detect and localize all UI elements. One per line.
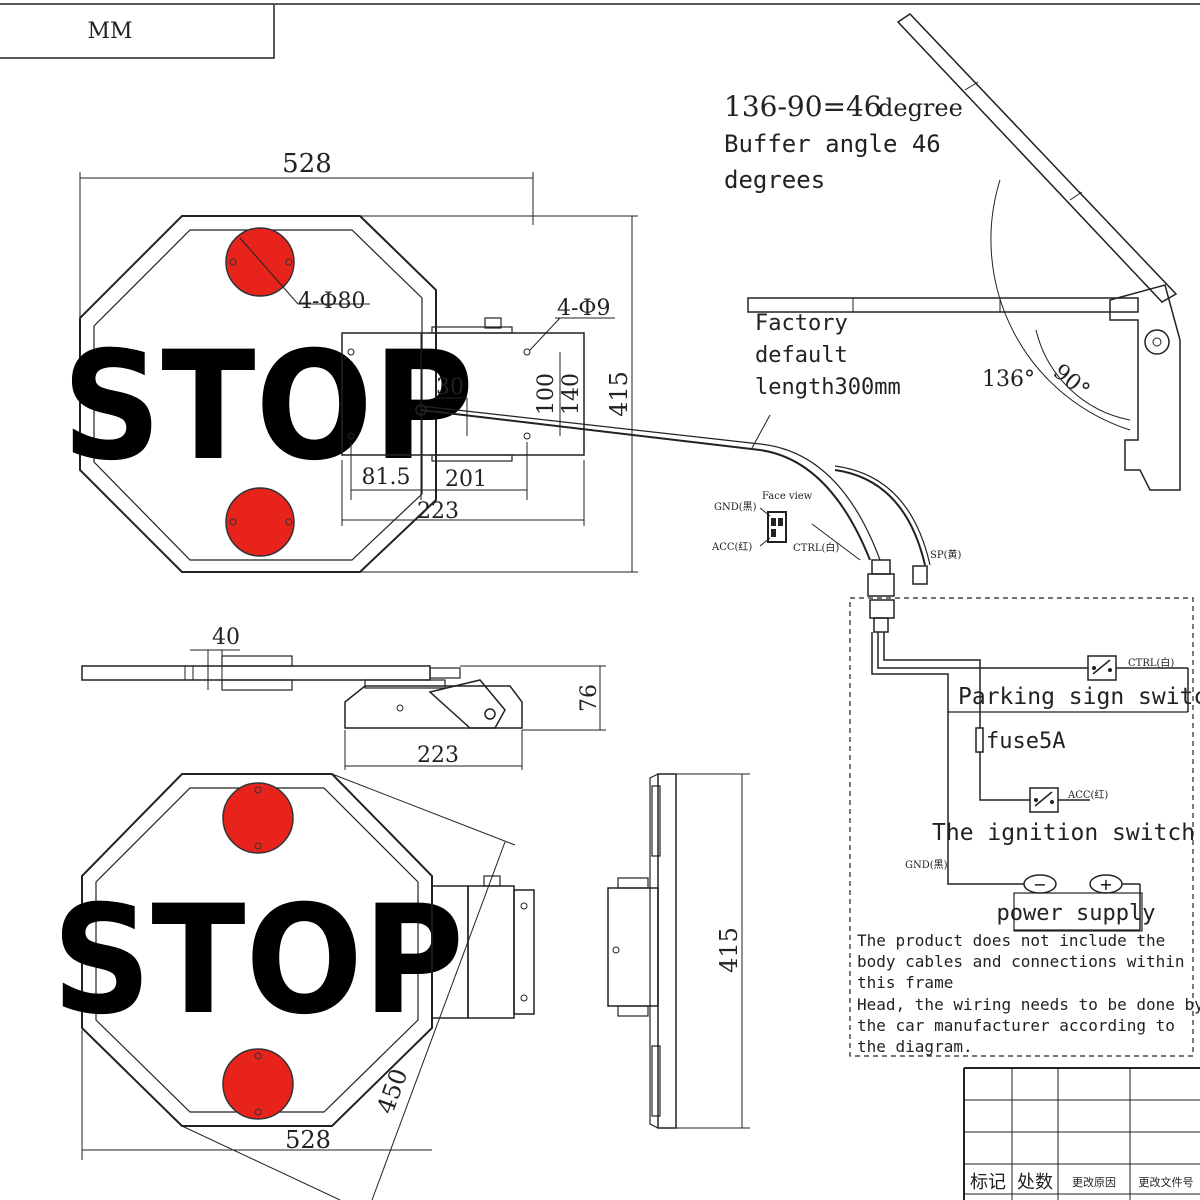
gnd-label: GND(黑) [714,501,757,513]
ctrl-label: CTRL(白) [793,541,839,554]
dim-223-side: 223 [417,743,459,768]
wiring-frame: CTRL(白) Parking sign switch fuse5A ACC(红… [849,597,1200,1057]
stop-text: STOP [62,319,474,494]
title-cell-4: 更改文件号 [1139,1175,1194,1189]
angle-136: 136° [982,367,1035,392]
title-cell-1: 标记 [970,1172,1006,1193]
open-view: STOP 528 450 [52,773,535,1200]
arm-note-3: length300mm [755,375,901,400]
stop-octagon-inner [93,229,423,561]
cable-main [420,409,871,561]
width-dimension: 528 [282,149,332,179]
ignition-switch-icon [1029,787,1059,813]
unit-box: MM [0,3,275,59]
unit-label: MM [87,19,132,44]
face-view-label: Face view [762,491,813,502]
dim-40: 40 [212,625,240,650]
buffer-angle-line: Buffer angle 46 [724,130,941,158]
note-line-5: the car manufacturer according to [857,1016,1175,1035]
stop-text-2: STOP [52,873,464,1048]
title-block: 标记 处数 更改原因 更改文件号 [963,1067,1200,1200]
note-line-4: Head, the wiring needs to be done by [857,995,1200,1014]
ignition-switch-label: The ignition switch [932,820,1195,846]
dim-81-5: 81.5 [362,465,411,490]
width-dimension-2: 528 [285,1126,331,1154]
angle-view: 136-90=46 degree Buffer angle 46 degrees… [724,13,1181,491]
bottom-light-2 [222,1048,294,1120]
svg-text:−: − [1033,875,1046,894]
arm-note-2: default [755,343,848,368]
dim-415-end: 415 [715,927,743,973]
hole-dia-label: 4-Φ9 [557,296,610,321]
cable-branch [834,469,926,566]
fuse-label: fuse5A [986,729,1065,754]
angle-90: 90° [1048,359,1094,403]
top-light [225,227,295,297]
dim-415-front: 415 [605,371,633,417]
note-line-2: body cables and connections within [857,952,1185,971]
gnd-tag: GND(黑) [905,859,948,871]
sp-label: SP(黄) [930,548,961,561]
stop-octagon-outer-2 [81,773,433,1127]
parking-switch-label: Parking sign switch [958,684,1200,710]
ctrl-tag: CTRL(白) [1128,656,1174,669]
fuse-icon [975,727,984,753]
angle-formula: 136-90=46 [724,90,882,123]
side-view: 40 76 223 [81,625,606,770]
note-line-1: The product does not include the [857,931,1165,950]
front-view: 528 STOP 4-Φ80 [62,149,638,573]
degrees-line: degrees [724,166,825,194]
acc-tag: ACC(红) [1067,788,1108,801]
stop-octagon-inner-2 [95,787,419,1113]
dim-30: 30 [436,375,464,400]
top-light-2 [222,782,294,854]
acc-label: ACC(红) [711,540,752,553]
note-line-6: the diagram. [857,1037,973,1056]
end-view: 415 [607,773,750,1129]
dim-76: 76 [577,684,602,712]
connector-face-view: Face view GND(黑) ACC(红) CTRL(白) SP(黄) [711,491,961,633]
svg-text:+: + [1099,875,1112,894]
dim-140: 140 [559,373,584,415]
power-supply-label: power supply [997,901,1156,926]
note-line-3: this frame [857,973,953,992]
angle-unit: degree [878,94,963,122]
title-cell-2: 处数 [1017,1172,1053,1193]
dim-223-front: 223 [417,499,459,524]
dim-201: 201 [445,467,487,492]
title-cell-3: 更改原因 [1072,1175,1116,1189]
light-dia-label: 4-Φ80 [298,289,365,314]
bottom-light [225,487,295,557]
dim-100: 100 [534,373,559,415]
arm-note-1: Factory [755,311,848,336]
